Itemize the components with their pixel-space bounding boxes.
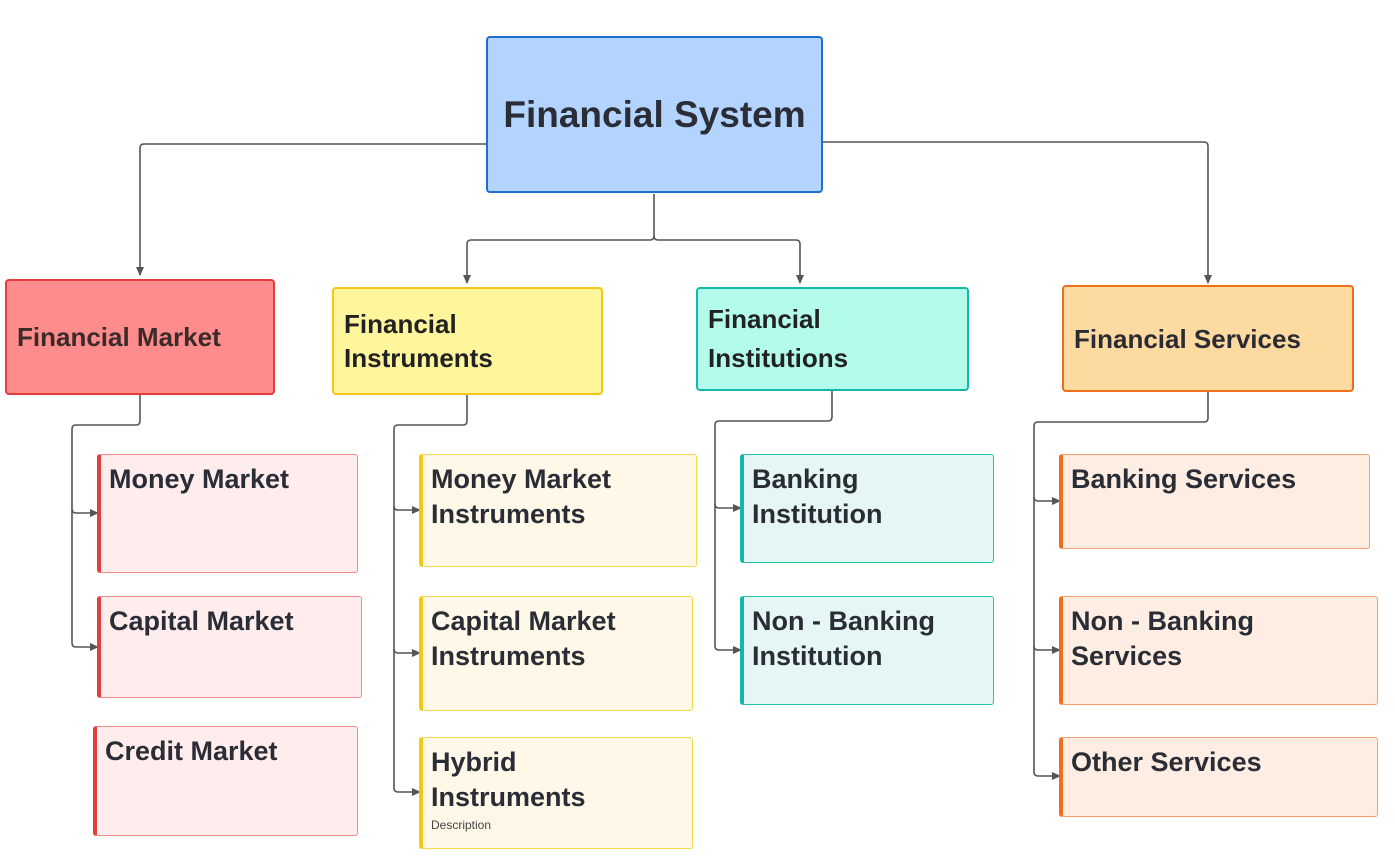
item-label: Non - Banking Services <box>1071 606 1254 671</box>
category-label: Financial Market <box>17 322 221 352</box>
item-banking-services[interactable]: Banking Services <box>1059 454 1370 549</box>
category-label: Financial Services <box>1074 323 1301 354</box>
edge-market-trunk <box>71 395 141 651</box>
item-label: Banking Services <box>1071 464 1297 494</box>
root-label: Financial System <box>503 93 806 135</box>
edge-inst-banking <box>714 503 742 512</box>
category-financial-instruments[interactable]: Financial Instruments <box>332 287 603 395</box>
item-money-market-instruments[interactable]: Money Market Instruments <box>419 454 697 567</box>
edge-root-market <box>136 143 486 276</box>
item-label: Non - Banking Institution <box>752 606 935 671</box>
category-label: Financial Institutions <box>708 304 849 373</box>
category-label: Financial Instruments <box>344 309 493 373</box>
edge-market-money <box>71 508 99 517</box>
edge-instr-trunk <box>393 395 468 796</box>
edge-serv-trunk <box>1033 392 1209 780</box>
item-credit-market[interactable]: Credit Market <box>93 726 358 836</box>
edge-instr-capital <box>393 648 421 657</box>
item-label: Banking Institution <box>752 464 883 529</box>
item-hybrid-instruments[interactable]: Hybrid Instruments Description <box>419 737 693 849</box>
category-financial-market[interactable]: Financial Market <box>5 279 275 395</box>
item-capital-market[interactable]: Capital Market <box>97 596 362 698</box>
item-label: Money Market Instruments <box>431 464 612 529</box>
category-financial-services[interactable]: Financial Services <box>1062 285 1354 392</box>
item-other-services[interactable]: Other Services <box>1059 737 1378 817</box>
category-financial-institutions[interactable]: Financial Institutions <box>696 287 969 391</box>
item-label: Capital Market Instruments <box>431 606 616 671</box>
edge-instr-money <box>393 505 421 514</box>
edge-inst-trunk <box>714 391 833 654</box>
item-label: Credit Market <box>105 736 278 766</box>
root-node-financial-system[interactable]: Financial System <box>486 36 823 193</box>
item-money-market[interactable]: Money Market <box>97 454 358 573</box>
item-capital-market-instruments[interactable]: Capital Market Instruments <box>419 596 693 711</box>
item-label: Other Services <box>1071 747 1262 777</box>
edge-root-instruments <box>463 194 655 284</box>
item-label: Hybrid Instruments <box>431 747 586 812</box>
item-banking-institution[interactable]: Banking Institution <box>740 454 994 563</box>
item-label: Money Market <box>109 464 290 494</box>
edge-root-services <box>823 141 1212 284</box>
edge-serv-nonbanking <box>1033 645 1061 654</box>
edge-serv-banking <box>1033 496 1061 505</box>
item-label: Capital Market <box>109 606 294 636</box>
item-non-banking-institution[interactable]: Non - Banking Institution <box>740 596 994 705</box>
item-description: Description <box>431 818 492 832</box>
item-non-banking-services[interactable]: Non - Banking Services <box>1059 596 1378 705</box>
edge-root-institutions <box>653 235 804 284</box>
